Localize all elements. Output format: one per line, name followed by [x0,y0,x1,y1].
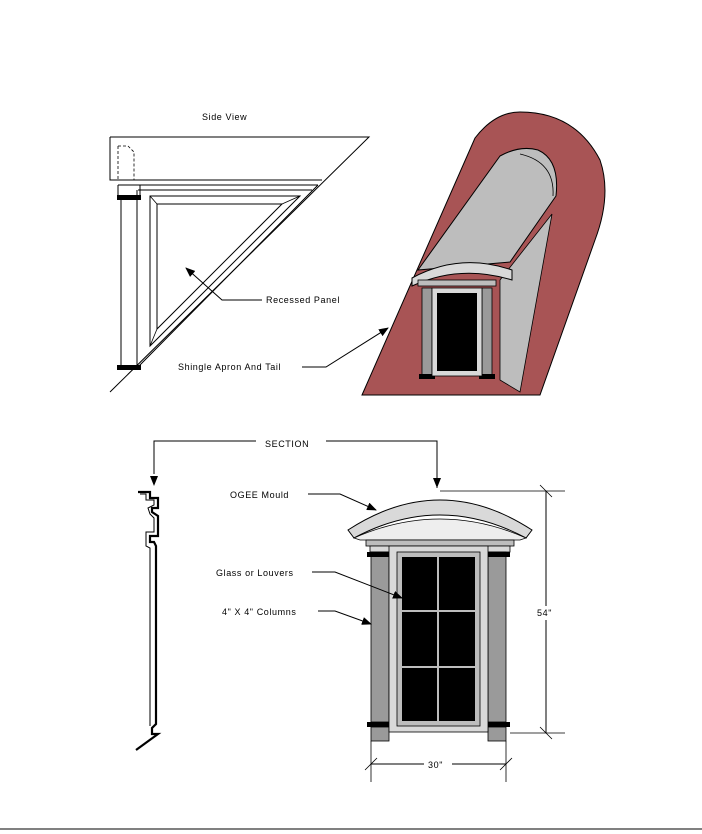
ogee-mould-leader [308,493,377,511]
shingle-apron-label: Shingle Apron And Tail [178,362,281,372]
hidden-fascia [118,145,135,180]
post-top-block [117,185,141,195]
height-label-bg [536,606,556,620]
width-dimension-label: 30" [428,760,443,770]
panel-hypotenuse-outer [136,184,319,369]
column-left-plinth [370,726,390,742]
panel-bevels [149,195,301,347]
side-post [120,197,138,369]
perspective-view-drawing [361,111,606,396]
window-muntins [402,557,475,721]
section-profile-inner [140,493,155,726]
recessed-panel-leader [185,267,262,301]
recessed-panel-inner [156,203,284,331]
barrel-roof-edge [519,153,554,197]
column-left-cap [367,552,393,557]
shingle-apron-leader [302,327,389,368]
ogee-mould-label: OGEE Mould [230,490,289,500]
columns-leader [318,610,372,625]
recessed-panel-label: Recessed Panel [266,295,340,305]
section-profile [135,490,162,751]
section-line-left [153,440,256,474]
glass-louvers-label: Glass or Louvers [216,568,294,578]
front-elevation-drawing: OGEE Mould Glass or Louvers 4" X 4" Colu… [216,484,565,782]
column-right-cap [484,552,510,557]
front-entablature [417,279,497,287]
barrel-roof [416,148,558,271]
columns-label: 4" X 4" Columns [222,607,296,617]
width-dimension-ticks [364,757,513,771]
front-column-right [481,287,493,379]
front-column-left-base [419,374,435,379]
ogee-mould-arch [347,499,533,539]
arch-tympanum [352,518,528,541]
entablature [365,539,515,547]
recessed-panel-outer [149,195,302,348]
dormer-side-wall [499,213,553,393]
height-extension-lines [440,490,565,734]
height-dimension-ticks [539,484,553,740]
section-arrow-left [150,476,158,486]
glass-louvers-leader [312,571,403,599]
column-left-base-band [367,722,393,727]
side-view-label: Side View [202,112,247,122]
front-column-left [421,287,433,379]
section-label: SECTION [265,439,309,449]
section-line-right [326,440,438,488]
height-dimension-label: 54" [537,608,552,618]
column-right [487,551,507,723]
section-drawing: SECTION [135,439,441,751]
front-arch-mould [411,262,513,287]
section-arrow-right [433,478,441,488]
front-window-glass [437,293,477,371]
column-left [370,551,390,723]
column-right-plinth [487,726,507,742]
side-view-drawing: Side View Recessed Panel Shingle Apron A… [109,112,389,393]
front-column-right-base [479,374,495,379]
roof-fascia [109,137,322,181]
width-extension-lines [370,741,507,782]
column-right-base-band [484,722,510,727]
post-cap [117,195,141,200]
post-base [117,365,141,370]
roof-slope-line [109,136,371,393]
